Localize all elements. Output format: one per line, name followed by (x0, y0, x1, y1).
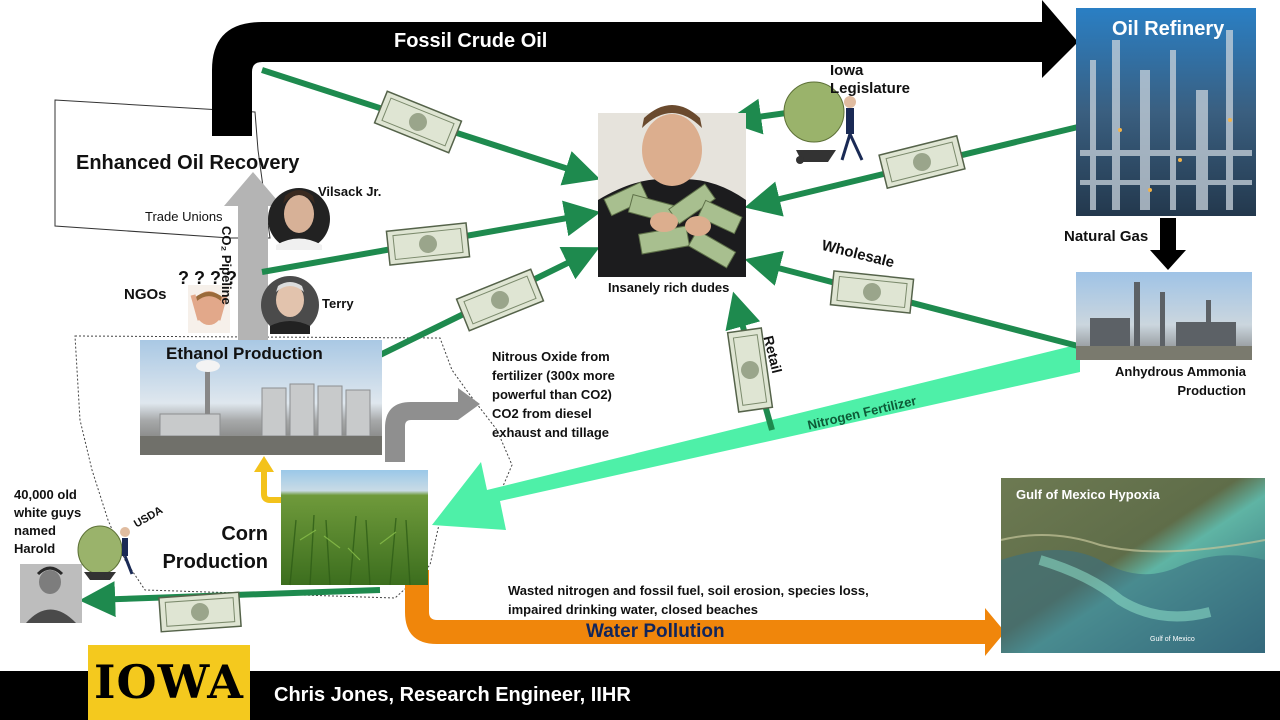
co2-pipeline-label: CO₂ Pipeline (219, 226, 234, 305)
ngos-label: NGOs (124, 286, 167, 303)
anhydrous-ammonia-line: Production (1177, 383, 1246, 398)
corn-to-ethanol-arrow (261, 470, 292, 503)
harold-photo (20, 564, 82, 623)
money-bag-icon (783, 81, 864, 164)
trade-unions-label: Trade Unions (145, 209, 223, 224)
harold-label: 40,000 old white guys named Harold (14, 486, 81, 558)
gulf-inset-label: Gulf of Mexico (1150, 636, 1195, 643)
fossil-crude-oil-label: Fossil Crude Oil (394, 30, 548, 52)
nitrogen-fertilizer-arrow (432, 344, 1080, 530)
emissions-arrow (385, 388, 480, 462)
nitrous-oxide-line: Nitrous Oxide from (492, 349, 610, 364)
nitrous-oxide-line: powerful than CO2) (492, 387, 612, 402)
question-mark-icon: ? ? ? ? (178, 268, 237, 288)
anhydrous-ammonia-label: Anhydrous Ammonia Production (1098, 362, 1246, 400)
usda-money-bag-icon (77, 525, 134, 580)
wasted-line: impaired drinking water, closed beaches (508, 602, 758, 617)
nitrous-oxide-line: fertilizer (300x more (492, 368, 615, 383)
nitrous-oxide-line: CO2 from diesel (492, 406, 592, 421)
iowa-legislature-label-line2: Legislature (830, 80, 911, 97)
iowa-legislature-label-line1: Iowa (830, 62, 864, 79)
iowa-logo-text: IOWA (94, 655, 244, 709)
ngo-face-icon (188, 285, 230, 333)
ethanol-production-label: Ethanol Production (166, 344, 323, 363)
fossil-crude-oil-arrow (212, 0, 1078, 136)
ammonia-plant-photo (1076, 272, 1252, 360)
gulf-hypoxia-image (1000, 478, 1266, 653)
money-bill-icon (158, 90, 966, 633)
rich-man-photo (598, 105, 746, 277)
corn-production-line: Production (162, 551, 268, 573)
natural-gas-label: Natural Gas (1064, 228, 1149, 245)
vilsack-portrait (268, 188, 330, 250)
corn-production-line: Corn (221, 523, 268, 545)
enhanced-oil-recovery-label: Enhanced Oil Recovery (76, 152, 300, 174)
anhydrous-ammonia-line: Anhydrous Ammonia (1115, 364, 1246, 379)
university-logo: IOWA (88, 645, 250, 720)
water-pollution-label: Water Pollution (586, 621, 725, 642)
wasted-text: Wasted nitrogen and fossil fuel, soil er… (508, 581, 869, 619)
nitrous-oxide-line: exhaust and tillage (492, 425, 610, 440)
harold-line: Harold (14, 541, 56, 556)
harold-line: named (14, 523, 56, 538)
corn-field-photo (281, 470, 428, 586)
author-credit: Chris Jones, Research Engineer, IIHR (274, 684, 631, 706)
water-pollution-arrow (405, 570, 1005, 656)
corn-production-label: Corn Production (150, 520, 268, 576)
wasted-line: Wasted nitrogen and fossil fuel, soil er… (508, 583, 869, 598)
harold-line: 40,000 old (14, 487, 77, 502)
north-dakota-outline (54, 99, 271, 239)
insanely-rich-dudes-label: Insanely rich dudes (608, 280, 730, 295)
ethanol-plant-photo (140, 340, 382, 455)
oil-refinery-photo (1076, 8, 1256, 216)
harold-line: white guys (14, 505, 82, 520)
gulf-hypoxia-label: Gulf of Mexico Hypoxia (1016, 487, 1160, 502)
terry-label: Terry (322, 296, 354, 311)
nitrous-oxide-text: Nitrous Oxide from fertilizer (300x more… (492, 347, 615, 442)
terry-portrait (261, 276, 319, 334)
vilsack-label: Vilsack Jr. (318, 184, 382, 199)
natural-gas-arrow (1150, 218, 1186, 270)
oil-refinery-label: Oil Refinery (1112, 18, 1225, 40)
